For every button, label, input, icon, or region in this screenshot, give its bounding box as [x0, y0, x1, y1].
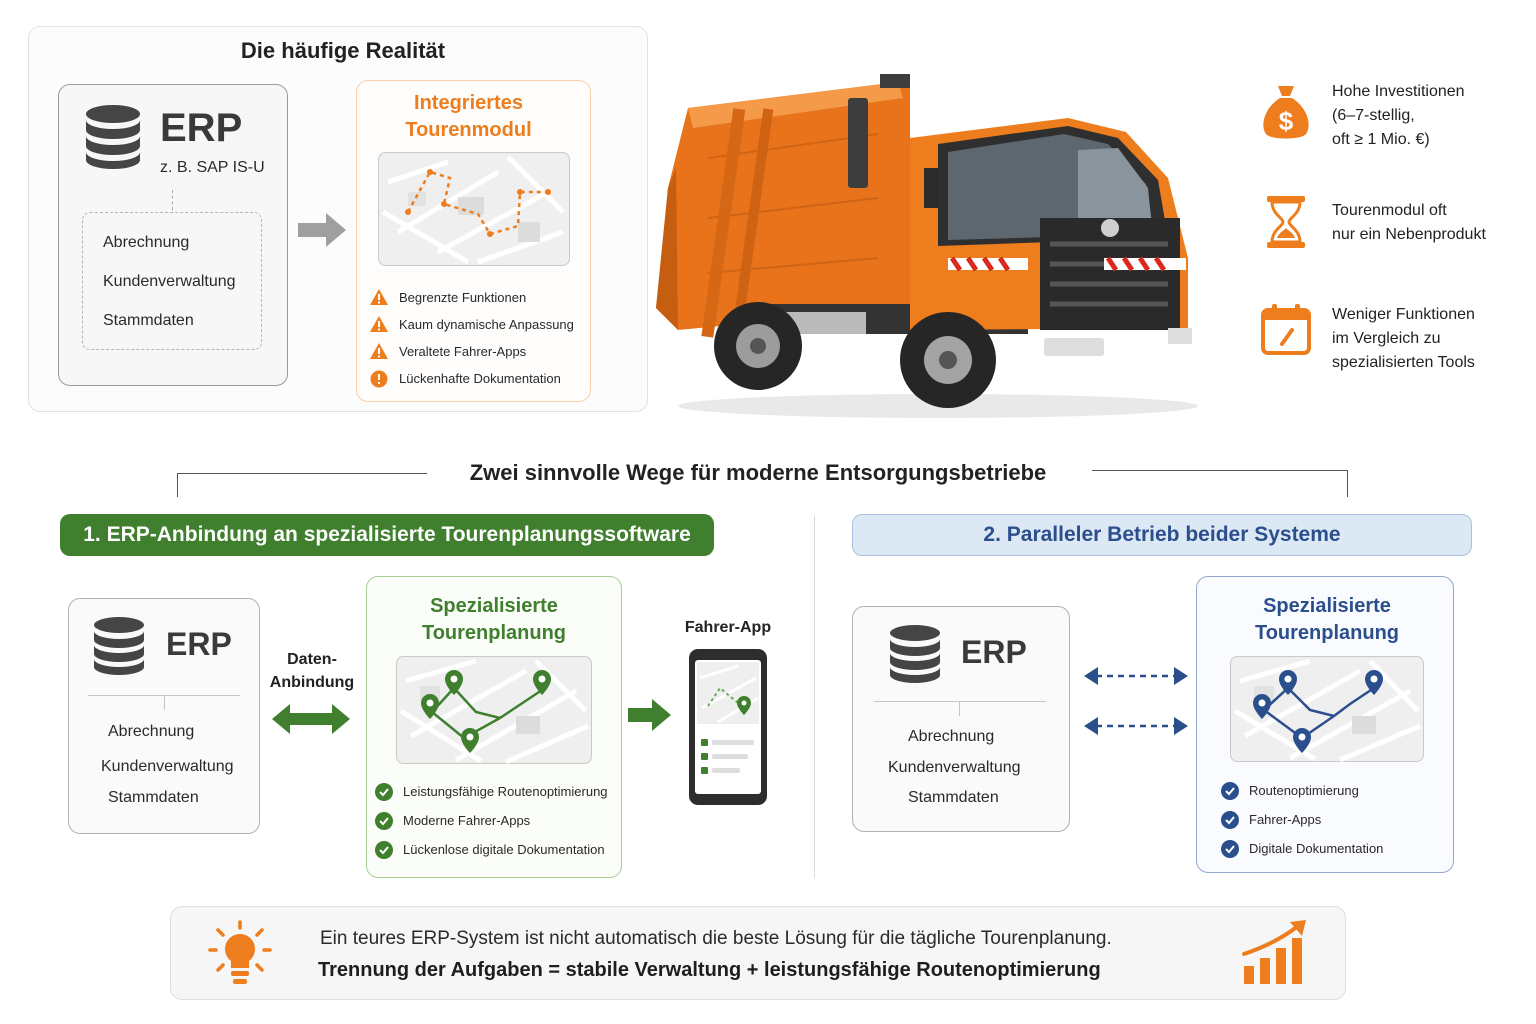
way1-header — [60, 514, 714, 556]
erp-label-top: ERP — [160, 106, 243, 150]
reality-title: Die häufige Realität — [240, 38, 446, 63]
fact-text: Weniger Funktionen im Vergleich zu spezi… — [1332, 306, 1475, 371]
lightbulb-icon — [208, 920, 272, 984]
alert-circle-icon — [370, 370, 388, 388]
erp-item-way1: Abrechnung — [108, 723, 195, 740]
money-bag-icon: $ — [1263, 86, 1309, 139]
check-circle-icon — [1221, 782, 1239, 800]
growth-chart-icon — [1242, 920, 1306, 984]
feature-text-way1: Lückenlose digitale Dokumentation — [403, 842, 605, 857]
fact-text: Tourenmodul oft nur ein Nebenprodukt — [1332, 202, 1486, 243]
issue-text: Lückenhafte Dokumentation — [399, 371, 561, 386]
warning-icon — [370, 316, 388, 332]
hourglass-icon — [1267, 196, 1305, 248]
check-circle-icon — [375, 841, 393, 859]
warning-icon — [370, 343, 388, 359]
database-icon — [94, 617, 144, 675]
erp-label-way1: ERP — [166, 626, 232, 662]
feature-text-way2: Routenoptimierung — [1249, 783, 1359, 798]
driver-app-label: Fahrer-App — [684, 619, 772, 636]
way1-header-text: 1. ERP-Anbindung an spezialisierte Toure… — [83, 523, 691, 546]
garbage-truck-image — [656, 74, 1198, 418]
feature-text-way2: Digitale Dokumentation — [1249, 841, 1384, 856]
check-circle-icon — [375, 812, 393, 830]
check-circle-icon — [1221, 811, 1239, 829]
conclusion-box — [170, 906, 1346, 1000]
smartphone-icon — [689, 649, 767, 805]
erp-item-way1: Stammdaten — [108, 789, 199, 806]
erp-label-way2: ERP — [961, 634, 1027, 670]
feature-text-way1: Moderne Fahrer-Apps — [403, 813, 531, 828]
route-map-orange — [378, 152, 570, 266]
conclusion-line2: Trennung der Aufgaben = stabile Verwaltu… — [318, 959, 1101, 981]
arrow-right-icon — [628, 699, 671, 731]
section-bracket-left — [177, 473, 427, 497]
erp-item-top: Kundenverwaltung — [103, 273, 236, 290]
arrow-right-icon — [298, 213, 346, 247]
erp-line-way1 — [88, 695, 240, 696]
module-title-line1: Integriertes — [414, 92, 523, 114]
section-title: Zwei sinnvolle Wege für moderne Entsorgu… — [469, 460, 1047, 485]
erp-tick-way1 — [164, 696, 165, 710]
section-bracket-right — [1092, 470, 1348, 497]
erp-sub-top: z. B. SAP IS-U — [160, 159, 265, 176]
module-title: Integriertes Tourenmodul — [356, 90, 581, 144]
erp-tick-way2 — [959, 702, 960, 716]
module-title-line2: Tourenmodul — [405, 119, 532, 141]
planner-title-way1: Spezialisierte Tourenplanung — [421, 595, 567, 644]
warning-icon — [370, 289, 388, 305]
check-circle-icon — [1221, 840, 1239, 858]
route-map-blue — [1230, 656, 1424, 762]
feature-text-way2: Fahrer-Apps — [1249, 812, 1322, 827]
erp-item-way1: Kundenverwaltung — [101, 758, 234, 775]
erp-box-way2 — [852, 606, 1070, 832]
database-icon — [86, 105, 140, 169]
dashed-bidirectional-arrow-icon — [1084, 717, 1188, 735]
issue-text: Kaum dynamische Anpassung — [399, 317, 574, 332]
way2-header — [852, 514, 1472, 556]
check-circle-icon — [375, 783, 393, 801]
fact-text: Hohe Investitionen (6–7-stellig, oft ≥ 1… — [1332, 83, 1465, 148]
erp-item-top: Stammdaten — [103, 312, 194, 329]
ways-divider — [814, 516, 815, 878]
database-icon — [890, 625, 940, 683]
erp-item-way2: Abrechnung — [908, 728, 995, 745]
conclusion-line1: Ein teures ERP-System ist nicht automati… — [320, 928, 1112, 949]
way2-header-text: 2. Paralleler Betrieb beider Systeme — [983, 523, 1341, 546]
planner-title-way2: Spezialisierte Tourenplanung — [1254, 595, 1400, 644]
erp-connector-top — [172, 190, 173, 210]
bidirectional-arrow-icon — [272, 704, 350, 734]
dashed-bidirectional-arrow-icon — [1084, 667, 1188, 685]
feature-text-way1: Leistungsfähige Routenoptimierung — [403, 784, 608, 799]
connection-label: Daten- Anbindung — [269, 651, 355, 691]
erp-item-way2: Kundenverwaltung — [888, 759, 1021, 776]
svg-text:$: $ — [1279, 106, 1294, 136]
erp-modules-box-top — [82, 212, 262, 350]
route-map-green — [396, 656, 592, 764]
issue-text: Begrenzte Funktionen — [399, 290, 527, 305]
erp-item-top: Abrechnung — [103, 234, 190, 251]
calendar-icon — [1261, 304, 1311, 355]
issue-text: Veraltete Fahrer-Apps — [399, 344, 527, 359]
erp-item-way2: Stammdaten — [908, 789, 999, 806]
erp-line-way2 — [874, 701, 1046, 702]
